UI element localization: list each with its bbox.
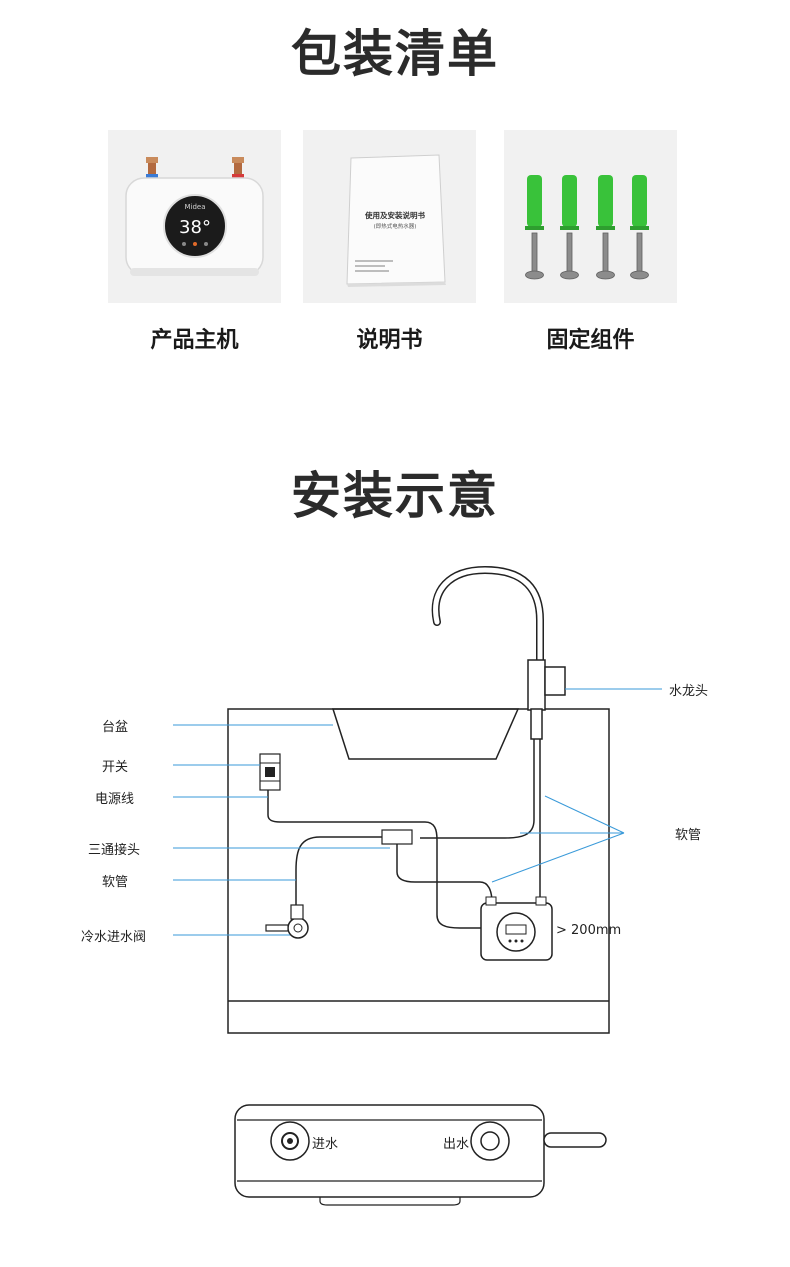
- switch-label: 开关: [102, 760, 129, 775]
- fixing-kit-label: 固定组件: [546, 328, 635, 353]
- basin-label: 台盆: [102, 720, 129, 735]
- hose-left-label: 软管: [102, 875, 129, 890]
- fixing-kit-image: [525, 175, 649, 280]
- power-cable-icon: [543, 1132, 607, 1148]
- power-cord-label: 电源线: [95, 792, 135, 807]
- manual-label: 说明书: [356, 328, 423, 353]
- faucet-label: 水龙头: [669, 684, 709, 699]
- product-unit-label: 产品主机: [150, 328, 239, 353]
- inlet-label: 进水: [312, 1137, 339, 1152]
- product-unit-card: Midea 38°: [108, 130, 281, 303]
- display-temperature: 38°: [179, 217, 211, 238]
- distance-label: > 200mm: [556, 923, 622, 938]
- manual-image: 使用及安装说明书 (即热式电热水器): [346, 154, 446, 287]
- outlet-port-icon: [470, 1121, 510, 1161]
- packing-list-title: 包装清单: [291, 25, 499, 83]
- inlet-port-icon: [270, 1121, 310, 1161]
- hose-right-label: 软管: [675, 828, 702, 843]
- outlet-label: 出水: [443, 1137, 470, 1152]
- tee-joint-label: 三通接头: [88, 843, 141, 858]
- manual-booklet-title: 使用及安装说明书: [364, 210, 425, 220]
- power-cord: [267, 790, 483, 929]
- manual-card: 使用及安装说明书 (即热式电热水器): [303, 130, 476, 303]
- cold-valve-label: 冷水进水阀: [81, 930, 147, 945]
- basin-icon: [331, 708, 520, 760]
- installation-title: 安装示意: [291, 467, 499, 525]
- screw-icon: [525, 232, 649, 280]
- anchor-icon: [525, 175, 649, 230]
- fixing-kit-card: [504, 130, 677, 303]
- heater-unit-image: Midea 38°: [125, 157, 264, 276]
- manual-booklet-subtitle: (即热式电热水器): [374, 222, 417, 230]
- leader-lines: [173, 688, 662, 936]
- svg-text:Midea: Midea: [184, 203, 205, 211]
